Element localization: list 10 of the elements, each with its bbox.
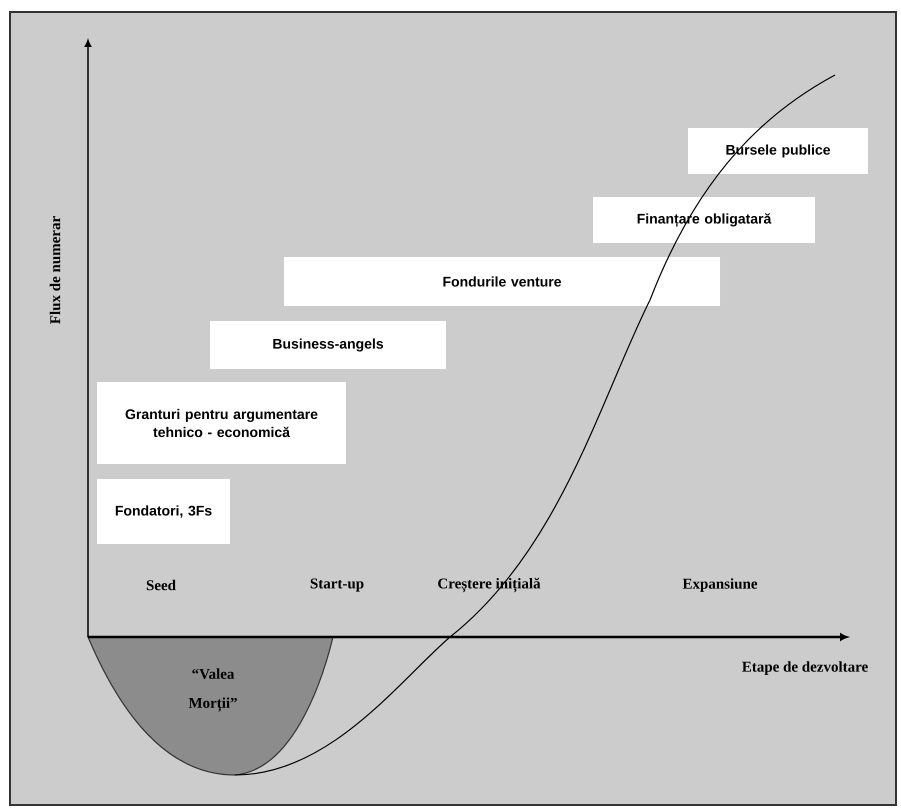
stage-box: Granturi pentru argumentare tehnico - economică bbox=[97, 382, 346, 464]
stage-label: Expansiune bbox=[682, 578, 758, 592]
stage-label: Seed bbox=[146, 580, 176, 590]
stage-label: Start-up bbox=[310, 578, 364, 592]
stage-box: Fondatori, 3Fs bbox=[97, 479, 230, 544]
valley-region: “Valea Morții” bbox=[87, 636, 334, 776]
stage-box: Business-angels bbox=[210, 321, 446, 369]
axis-title: Flux de numerar bbox=[50, 216, 60, 324]
stage-box: Fondurile venture bbox=[284, 257, 720, 306]
axis-title: Etape de dezvoltare bbox=[742, 661, 868, 675]
